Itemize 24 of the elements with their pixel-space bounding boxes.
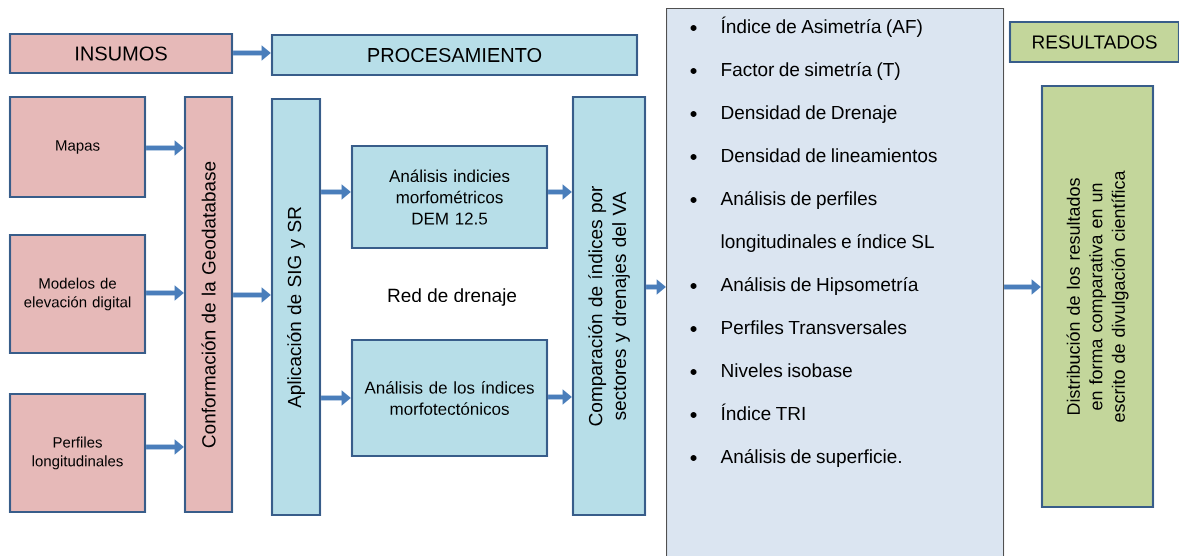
process-box: Comparación de índices por sectores y drenajes del VA [571,95,647,517]
list-item: Análisis de perfiles longitudinales e índice SL [720,191,934,252]
list-item: Perfiles Transversales [722,320,907,335]
result-box: Distribución de los resultados en forma comparativa en un escrito de divulgación científica [1040,84,1155,509]
list-item: Factor de simetría (T) [722,62,900,80]
list-item: Índice TRI [721,403,805,421]
process-box: Aplicación de SIG y SR [270,97,322,517]
input-box: Mapas [8,95,147,199]
header-box: PROCESAMIENTO [270,33,639,77]
list-item: Densidad de lineamientos [722,148,937,163]
list-item: Análisis de Hipsometría [720,277,919,295]
list-item: Análisis de superficie. [720,449,901,467]
input-box: Modelos de elevación digital [8,233,147,355]
list-box [666,8,1005,556]
process-box: Análisis de los índices morfotectónicos [350,338,549,458]
list-item: Índice de Asimetría (AF) [721,16,922,37]
list-item: Densidad de Drenaje [722,105,897,123]
list-item: Niveles isobase [722,363,852,378]
input-box: Perfiles longitudinales [8,392,147,514]
header-box: RESULTADOS [1008,20,1179,64]
text-label: Red de drenaje [388,288,517,306]
process-box: Conformación de la Geodatabase [183,95,234,514]
process-box: Análisis indicies morfométricos DEM 12.5 [350,144,549,250]
header-box: INSUMOS [8,32,234,75]
